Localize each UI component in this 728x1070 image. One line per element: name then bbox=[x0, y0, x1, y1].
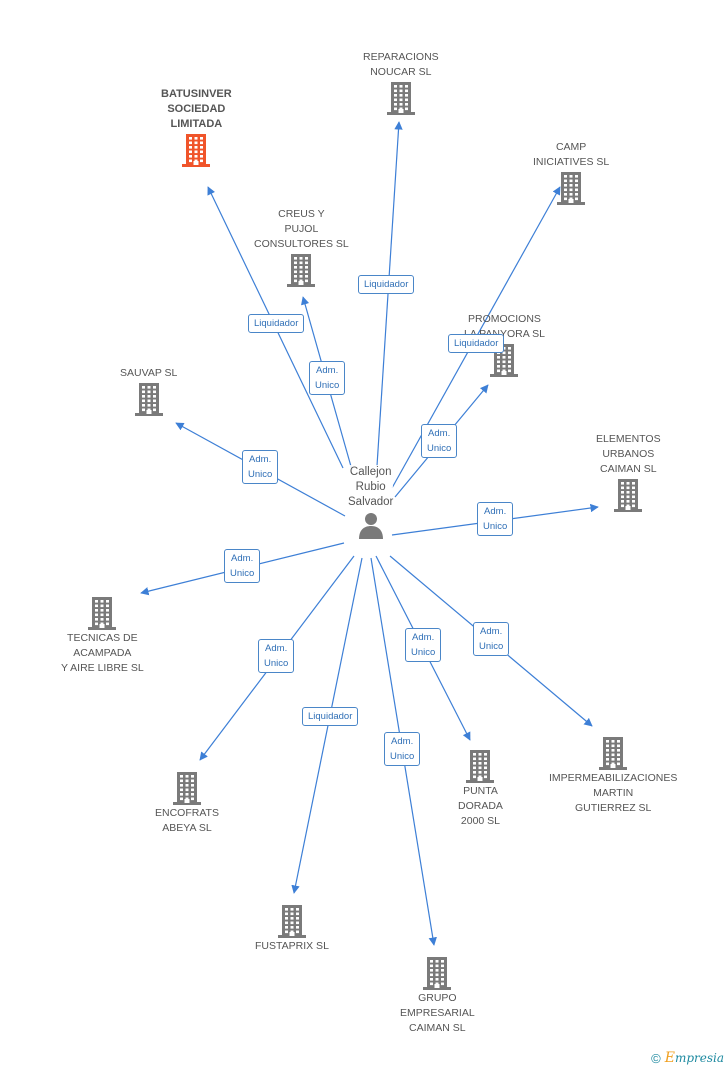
building-icon bbox=[172, 772, 201, 805]
copyright-symbol: © bbox=[651, 1050, 661, 1066]
edge-role-label[interactable]: Adm. Unico bbox=[258, 639, 295, 673]
company-name: GRUPO EMPRESARIAL CAIMAN SL bbox=[400, 992, 475, 1034]
edge-role-label[interactable]: Adm. Unico bbox=[477, 502, 514, 536]
company-name: ELEMENTOS URBANOS CAIMAN SL bbox=[596, 433, 661, 475]
company-node-elementos[interactable]: ELEMENTOS URBANOS CAIMAN SL bbox=[596, 432, 661, 513]
edge-role-label[interactable]: Liquidador bbox=[248, 314, 305, 333]
building-icon bbox=[423, 957, 452, 990]
edge-role-label[interactable]: Adm. Unico bbox=[405, 628, 442, 662]
edge-reparacions bbox=[376, 121, 403, 467]
edge-role-label[interactable]: Liquidador bbox=[358, 275, 415, 294]
company-name: BATUSINVER SOCIEDAD LIMITADA bbox=[161, 88, 232, 130]
brand-logo: © Empresia bbox=[651, 1050, 724, 1066]
company-node-impermeab[interactable]: IMPERMEABILIZACIONES MARTIN GUTIERREZ SL bbox=[549, 735, 677, 816]
person-node[interactable]: Callejon Rubio Salvador bbox=[348, 465, 394, 540]
building-icon bbox=[88, 597, 117, 630]
company-name: CAMP INICIATIVES SL bbox=[533, 141, 610, 168]
company-node-camp[interactable]: CAMP INICIATIVES SL bbox=[533, 140, 609, 206]
company-name: TECNICAS DE ACAMPADA Y AIRE LIBRE SL bbox=[61, 632, 144, 674]
building-icon bbox=[557, 172, 586, 205]
company-name: PUNTA DORADA 2000 SL bbox=[458, 785, 503, 827]
company-name: FUSTAPRIX SL bbox=[255, 940, 329, 952]
edge-role-label[interactable]: Adm. Unico bbox=[224, 549, 261, 583]
edge-role-label[interactable]: Liquidador bbox=[448, 334, 505, 353]
edge-role-label[interactable]: Adm. Unico bbox=[384, 732, 421, 766]
building-icon bbox=[614, 479, 643, 512]
person-name: Callejon Rubio Salvador bbox=[348, 465, 394, 510]
company-node-reparacions[interactable]: REPARACIONS NOUCAR SL bbox=[363, 50, 439, 116]
building-icon bbox=[277, 905, 306, 938]
building-icon bbox=[386, 82, 415, 115]
company-node-tecnicas[interactable]: TECNICAS DE ACAMPADA Y AIRE LIBRE SL bbox=[61, 595, 144, 676]
edge-role-label[interactable]: Adm. Unico bbox=[473, 622, 510, 656]
building-icon bbox=[287, 254, 316, 287]
edge-role-label[interactable]: Adm. Unico bbox=[242, 450, 279, 484]
company-node-fustaprix[interactable]: FUSTAPRIX SL bbox=[255, 903, 329, 954]
edge-role-label[interactable]: Liquidador bbox=[302, 707, 359, 726]
person-icon bbox=[358, 513, 383, 539]
brand-initial: E bbox=[664, 1050, 675, 1066]
edge-role-label[interactable]: Adm. Unico bbox=[309, 361, 346, 395]
company-node-sauvap[interactable]: SAUVAP SL bbox=[120, 366, 177, 417]
building-icon bbox=[466, 750, 495, 783]
company-node-encofrats[interactable]: ENCOFRATS ABEYA SL bbox=[155, 770, 219, 836]
company-node-punta[interactable]: PUNTA DORADA 2000 SL bbox=[458, 748, 503, 829]
company-node-batusinver[interactable]: BATUSINVER SOCIEDAD LIMITADA bbox=[161, 87, 232, 168]
company-node-grupo[interactable]: GRUPO EMPRESARIAL CAIMAN SL bbox=[400, 955, 475, 1036]
company-node-creus[interactable]: CREUS Y PUJOL CONSULTORES SL bbox=[254, 207, 349, 288]
company-name: SAUVAP SL bbox=[120, 367, 178, 379]
building-icon bbox=[599, 737, 628, 770]
building-icon bbox=[134, 383, 163, 416]
company-name: REPARACIONS NOUCAR SL bbox=[363, 51, 439, 78]
company-name: IMPERMEABILIZACIONES MARTIN GUTIERREZ SL bbox=[549, 772, 678, 814]
building-icon bbox=[182, 134, 211, 167]
edge-role-label[interactable]: Adm. Unico bbox=[421, 424, 458, 458]
company-name: ENCOFRATS ABEYA SL bbox=[155, 807, 219, 834]
company-name: CREUS Y PUJOL CONSULTORES SL bbox=[254, 208, 349, 250]
brand-name: mpresia bbox=[674, 1051, 724, 1065]
